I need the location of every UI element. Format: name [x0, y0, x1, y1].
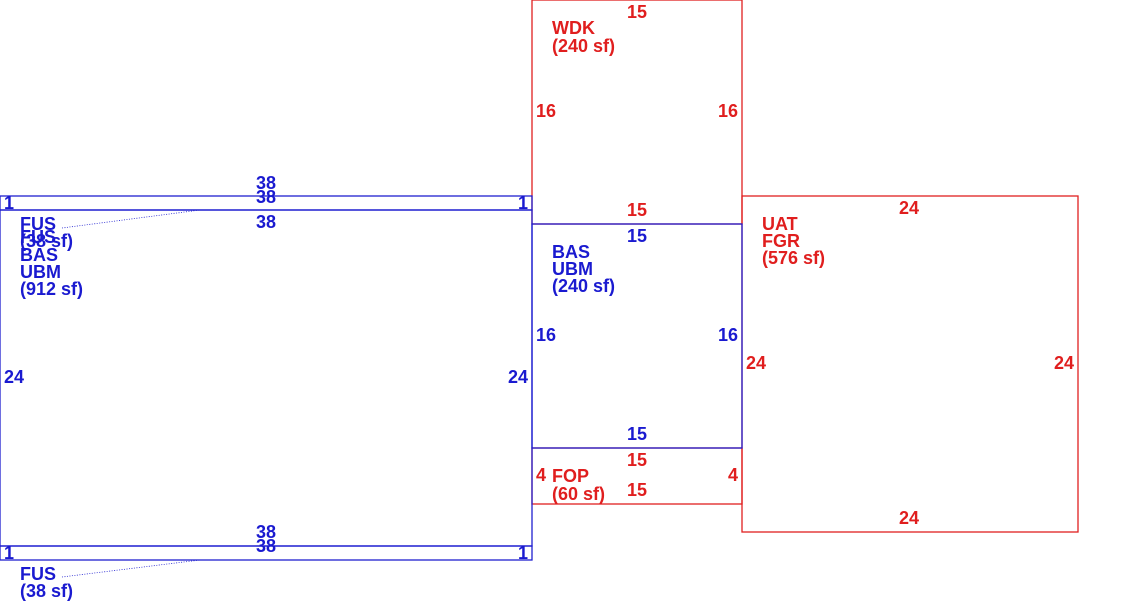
- upper-strip-top-dimension: 38: [256, 173, 276, 193]
- deck-code: WDK: [552, 18, 595, 38]
- garage-bottom-dimension: 24: [899, 508, 919, 528]
- main-area-outline: [0, 209, 533, 547]
- upper-strip-area: (38 sf): [20, 231, 73, 251]
- deck-top-dimension: 15: [627, 2, 647, 22]
- porch-area: (60 sf): [552, 484, 605, 504]
- main-area: (912 sf): [20, 279, 83, 299]
- center-area-outline: [531, 223, 743, 449]
- porch-right-dimension: 4: [728, 465, 738, 485]
- main-code-1: BAS: [20, 245, 58, 265]
- lower-strip-dimension: 38: [256, 536, 276, 556]
- garage-code-2: FGR: [762, 231, 800, 251]
- center-code-1: BAS: [552, 242, 590, 262]
- upper-strip-code-2: FUS: [20, 227, 56, 247]
- lower-strip-right-dimension: 1: [518, 543, 528, 563]
- upper-strip-code-1: FUS: [20, 214, 56, 234]
- center-top-dimension: 15: [627, 226, 647, 246]
- porch-left-dimension: 4: [536, 465, 546, 485]
- garage-left-dimension: 24: [746, 353, 766, 373]
- garage-right-dimension: 24: [1054, 353, 1074, 373]
- upper-strip-bottom-dimension: 38: [256, 187, 276, 207]
- deck-bottom-dimension: 15: [627, 200, 647, 220]
- center-right-dimension: 16: [718, 325, 738, 345]
- center-bottom-dimension: 15: [627, 424, 647, 444]
- deck-left-dimension: 16: [536, 101, 556, 121]
- upper-strip-outline: [0, 195, 533, 211]
- porch-bottom-dimension: 15: [627, 480, 647, 500]
- upper-strip-left-dimension: 1: [4, 193, 14, 213]
- center-code-2: UBM: [552, 259, 593, 279]
- porch-code: FOP: [552, 466, 589, 486]
- garage-top-dimension: 24: [899, 198, 919, 218]
- garage-area: (576 sf): [762, 248, 825, 268]
- center-left-dimension: 16: [536, 325, 556, 345]
- main-bottom-dimension: 38: [256, 522, 276, 542]
- porch-top-dimension: 15: [627, 450, 647, 470]
- lower-strip-left-dimension: 1: [4, 543, 14, 563]
- deck-area: (240 sf): [552, 36, 615, 56]
- lower-strip-code: FUS: [20, 564, 56, 584]
- upper-strip-right-dimension: 1: [518, 193, 528, 213]
- lower-strip-leader: [61, 559, 201, 578]
- main-right-dimension: 24: [508, 367, 528, 387]
- upper-strip-leader: [61, 209, 201, 229]
- lower-strip-area: (38 sf): [20, 581, 73, 601]
- center-area: (240 sf): [552, 276, 615, 296]
- deck-right-dimension: 16: [718, 101, 738, 121]
- main-top-dimension: 38: [256, 212, 276, 232]
- lower-strip-outline: [0, 545, 533, 561]
- garage-code-1: UAT: [762, 214, 798, 234]
- main-code-2: UBM: [20, 262, 61, 282]
- main-left-dimension: 24: [4, 367, 24, 387]
